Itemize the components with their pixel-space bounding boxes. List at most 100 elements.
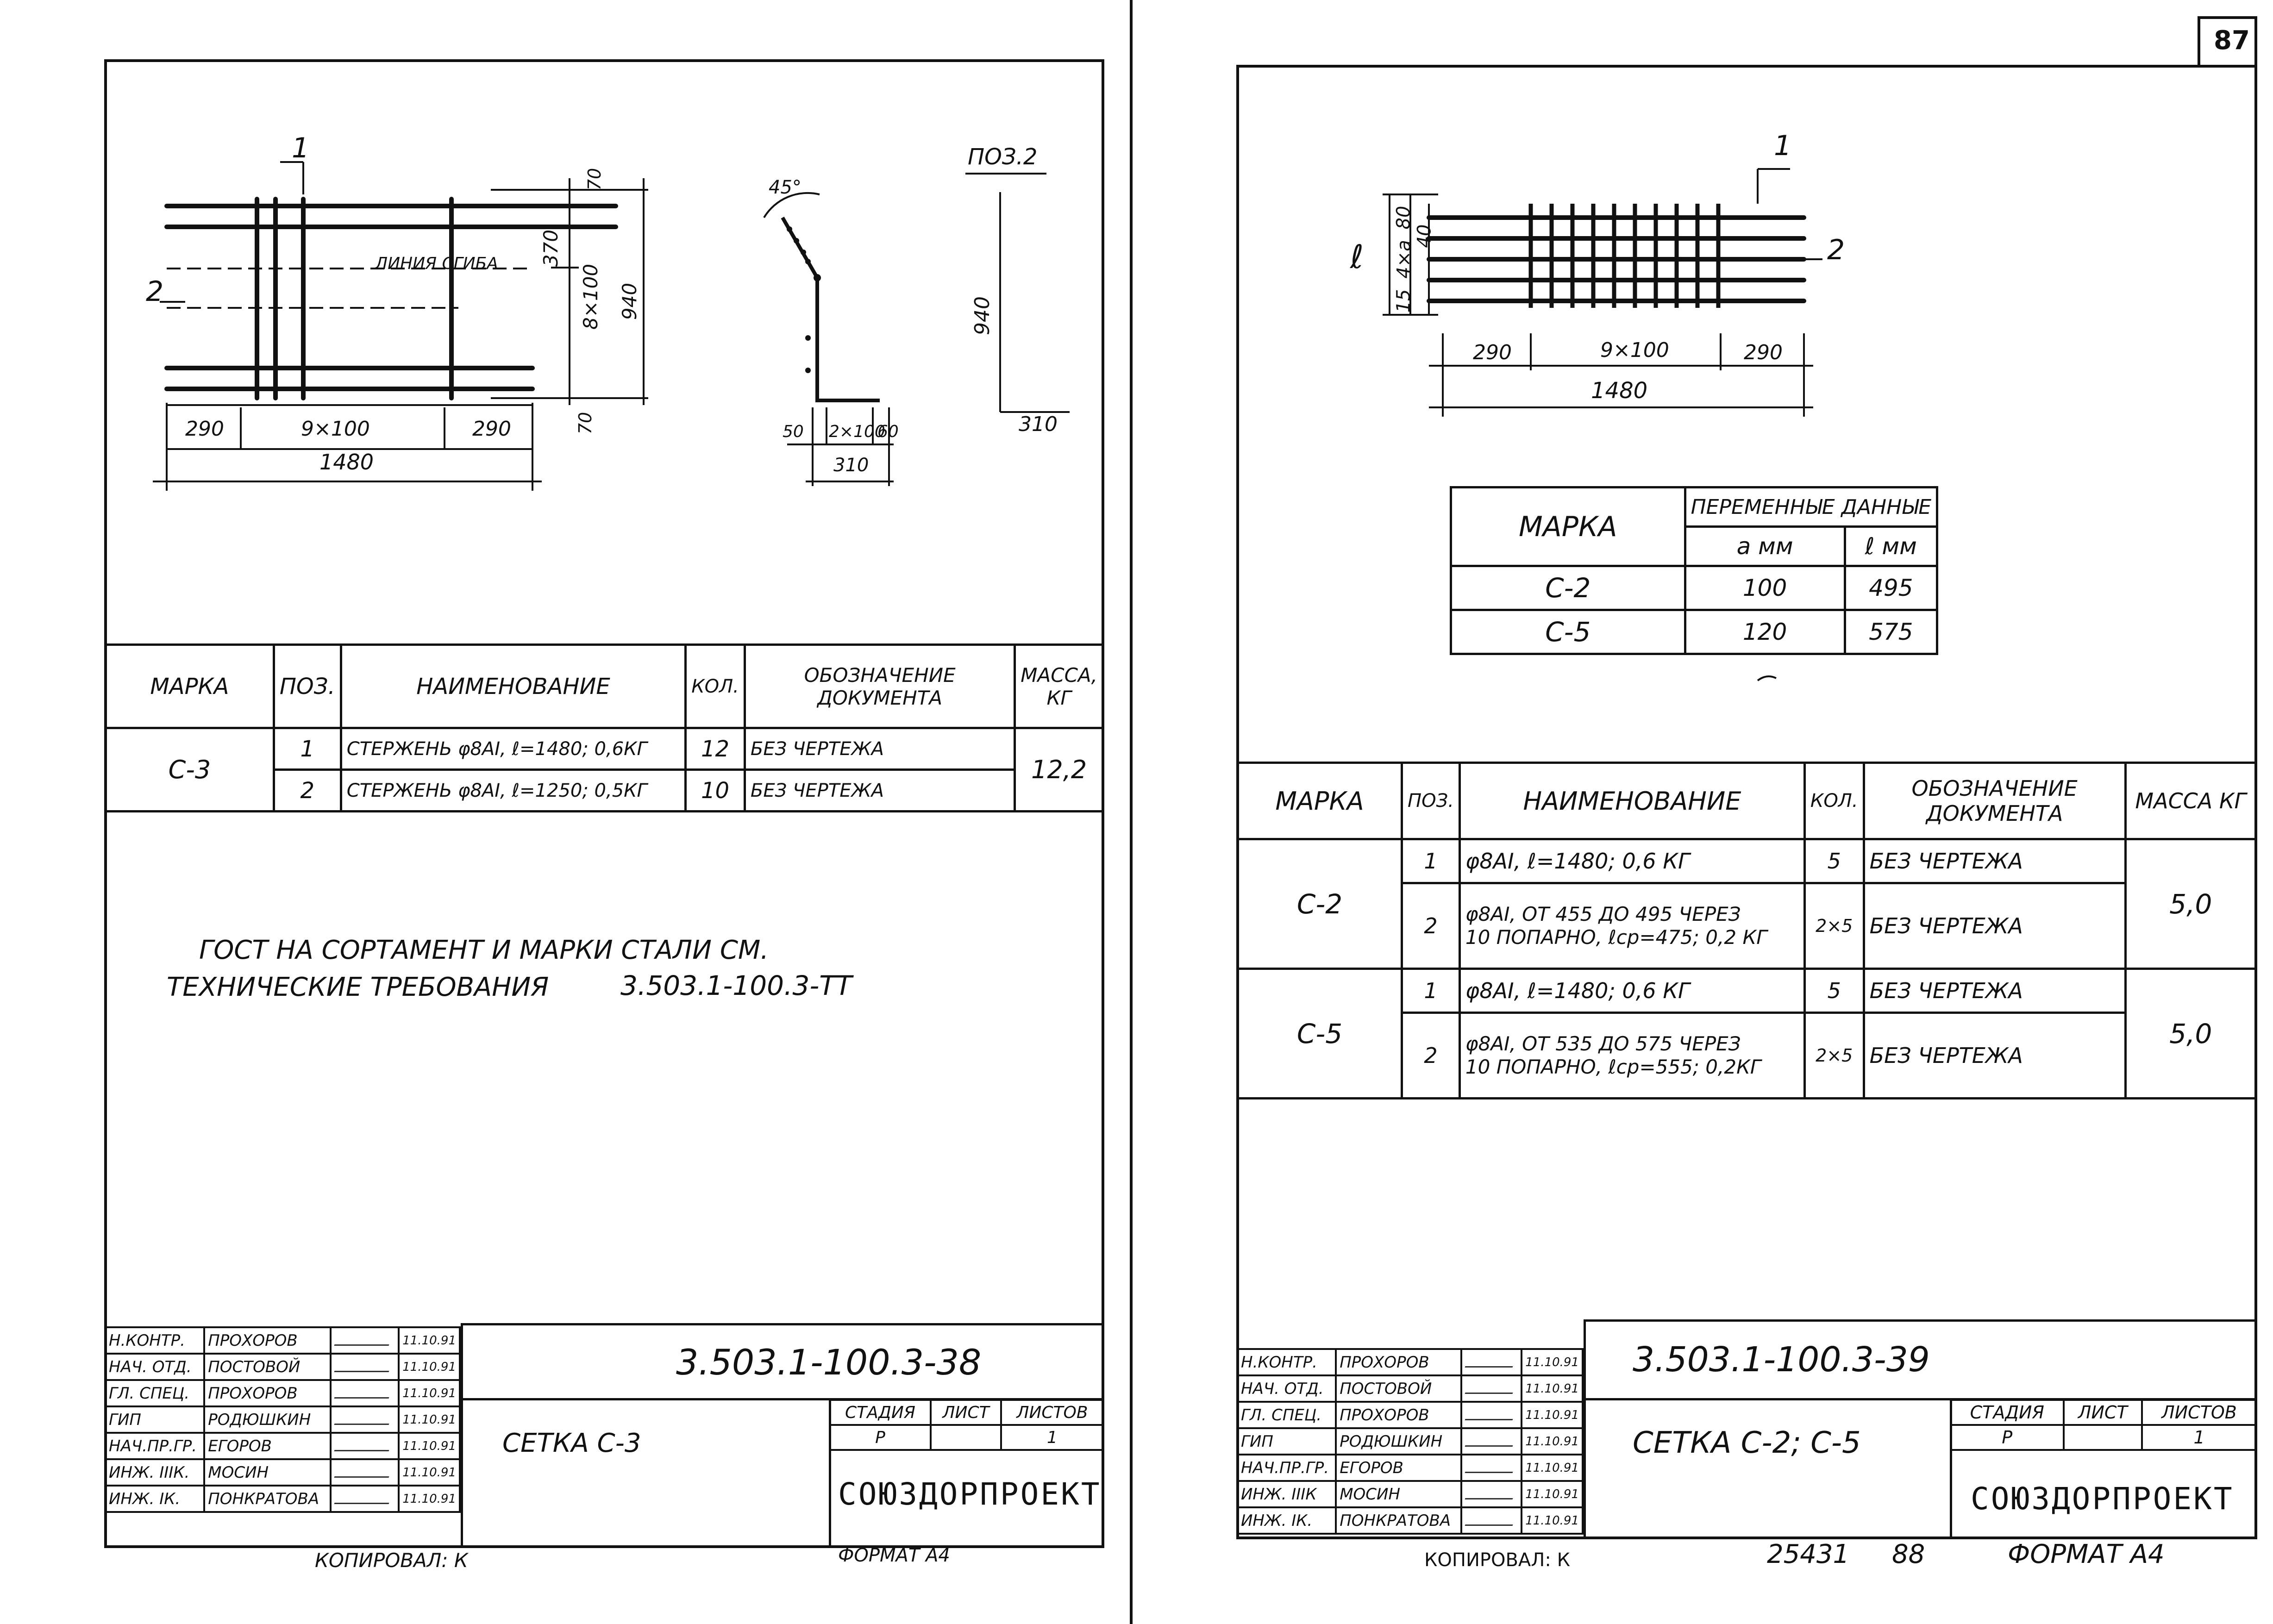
- signature-mark: [1464, 1498, 1513, 1499]
- mark-c2: С-2: [1236, 838, 1403, 970]
- signatory-date: 11.10.91: [1521, 1506, 1584, 1535]
- header-name: НАИМЕНОВАНИЕ: [339, 643, 687, 729]
- row-pos: 2: [1401, 1012, 1461, 1099]
- signature-mark: [1464, 1445, 1513, 1447]
- signature: [329, 1379, 400, 1407]
- signature: [1460, 1348, 1523, 1376]
- signature: [329, 1326, 400, 1355]
- row-pos: 1: [272, 727, 342, 771]
- right-sheet: 87 1 2 ℓ 15: [1133, 0, 2273, 1624]
- header-mark: МАРКА: [104, 643, 275, 729]
- signature-mark: [334, 1502, 389, 1504]
- signature: [1460, 1506, 1523, 1535]
- row-doc: БЕЗ ЧЕРТЕЖА: [743, 727, 1016, 771]
- row-pos: 2: [1401, 882, 1461, 970]
- row-name: φ8AI, ℓ=1480; 0,6 КГ: [1458, 968, 1806, 1014]
- signatory-name: ПОСТОВОЙ: [1335, 1374, 1462, 1403]
- row-qty: 5: [1803, 838, 1865, 884]
- title-divider: [1584, 1398, 2257, 1400]
- signatory-name: ПОНКРАТОВА: [203, 1485, 332, 1513]
- header-pos: ПОЗ.: [1401, 762, 1461, 840]
- archive-number: 25431: [1767, 1539, 1850, 1569]
- signatory-role: ИНЖ. IК.: [1236, 1506, 1337, 1535]
- dim-290-right: 290: [1744, 341, 1783, 364]
- organization-name: СОЮЗДОРПРОЕКТ: [1971, 1481, 2234, 1517]
- var-mark: С-5: [1450, 609, 1686, 655]
- profile-dim-2x100: 2×100: [829, 422, 885, 441]
- signatory-name: ПРОХОРОВ: [1335, 1348, 1462, 1376]
- position-label: 2: [1827, 234, 1845, 266]
- var-a: 100: [1684, 565, 1846, 611]
- dim-9x100: 9×100: [301, 417, 370, 441]
- signatory-role: НАЧ. ОТД.: [1236, 1374, 1337, 1403]
- row-pos: 1: [1401, 968, 1461, 1014]
- signature-mark: [1464, 1366, 1513, 1368]
- stage-value: Р: [829, 1424, 932, 1451]
- dim-1480: 1480: [319, 450, 374, 475]
- position-label: 2: [146, 275, 164, 308]
- length-ell-label: ℓ: [1350, 238, 1364, 276]
- dim-4xa: 4×a: [1393, 240, 1415, 279]
- mark-c5: С-5: [1236, 968, 1403, 1099]
- signature-mark: [334, 1344, 389, 1346]
- row-name: φ8AI, ℓ=1480; 0,6 КГ: [1458, 838, 1806, 884]
- signatory-date: 11.10.91: [398, 1485, 461, 1513]
- signatory-role: ГЛ. СПЕЦ.: [104, 1379, 206, 1407]
- archive-page: 88: [1892, 1539, 1925, 1569]
- profile-dim-50: 50: [783, 422, 804, 441]
- row-qty: 2×5: [1803, 1012, 1865, 1099]
- copied-by: КОПИРОВАЛ: К: [315, 1549, 468, 1572]
- sheet-label: ЛИСТ: [929, 1399, 1002, 1426]
- signatory-date: 11.10.91: [1521, 1401, 1584, 1429]
- header-pos: ПОЗ.: [272, 643, 342, 729]
- var-mark: С-2: [1450, 565, 1686, 611]
- pos2-title: ПОЗ.2: [968, 144, 1038, 170]
- note-gost: ГОСТ НА СОРТАМЕНТ И МАРКИ СТАЛИ СМ.: [199, 935, 769, 965]
- row-qty: 12: [684, 727, 746, 771]
- signatory-role: Н.КОНТР.: [1236, 1348, 1337, 1376]
- signatory-name: РОДЮШКИН: [203, 1405, 332, 1434]
- sheet-label: ЛИСТ: [2062, 1399, 2143, 1426]
- signatory-date: 11.10.91: [398, 1326, 461, 1355]
- signature: [329, 1458, 400, 1487]
- spec-table-c3: МАРКА ПОЗ. НАИМЕНОВАНИЕ КОЛ. ОБОЗНАЧЕНИЕ…: [104, 643, 1104, 812]
- signatory-date: 11.10.91: [398, 1432, 461, 1460]
- dim-940: 940: [618, 282, 641, 320]
- row-name-line: φ8AI, ОТ 455 ДО 495 ЧЕРЕЗ: [1465, 902, 1741, 925]
- signatory-name: ПРОХОРОВ: [203, 1379, 332, 1407]
- signatory-date: 11.10.91: [1521, 1454, 1584, 1482]
- row-doc: БЕЗ ЧЕРТЕЖА: [1862, 882, 2127, 970]
- page-number-box: [2198, 16, 2257, 65]
- signatory-name: МОСИН: [1335, 1480, 1462, 1508]
- copied-by: КОПИРОВАЛ: К: [1424, 1549, 1570, 1571]
- header-doc: ОБОЗНАЧЕНИЕ ДОКУМЕНТА: [743, 643, 1016, 729]
- signatory-name: ПРОХОРОВ: [1335, 1401, 1462, 1429]
- mesh-c3-drawing: [153, 161, 1070, 491]
- signatory-name: ПОСТОВОЙ: [203, 1353, 332, 1381]
- var-header-l: ℓ мм: [1843, 525, 1939, 567]
- row-name-line: 10 ПОПАРНО, ℓср=555; 0,2КГ: [1465, 1056, 1761, 1078]
- signatory-date: 11.10.91: [398, 1458, 461, 1487]
- organization-name: СОЮЗДОРПРОЕКТ: [838, 1476, 1102, 1512]
- var-header-vars: ПЕРЕМЕННЫЕ ДАННЫЕ: [1684, 486, 1939, 528]
- dim-70-bottom: 70: [575, 412, 596, 435]
- var-a: 120: [1684, 609, 1846, 655]
- drawing-code: 3.503.1-100.3-39: [1633, 1340, 1930, 1380]
- header-mass: МАССА, КГ: [1014, 643, 1104, 729]
- title-divider: [461, 1398, 1104, 1400]
- header-mass: МАССА КГ: [2124, 762, 2258, 840]
- row-doc: БЕЗ ЧЕРТЕЖА: [743, 768, 1016, 812]
